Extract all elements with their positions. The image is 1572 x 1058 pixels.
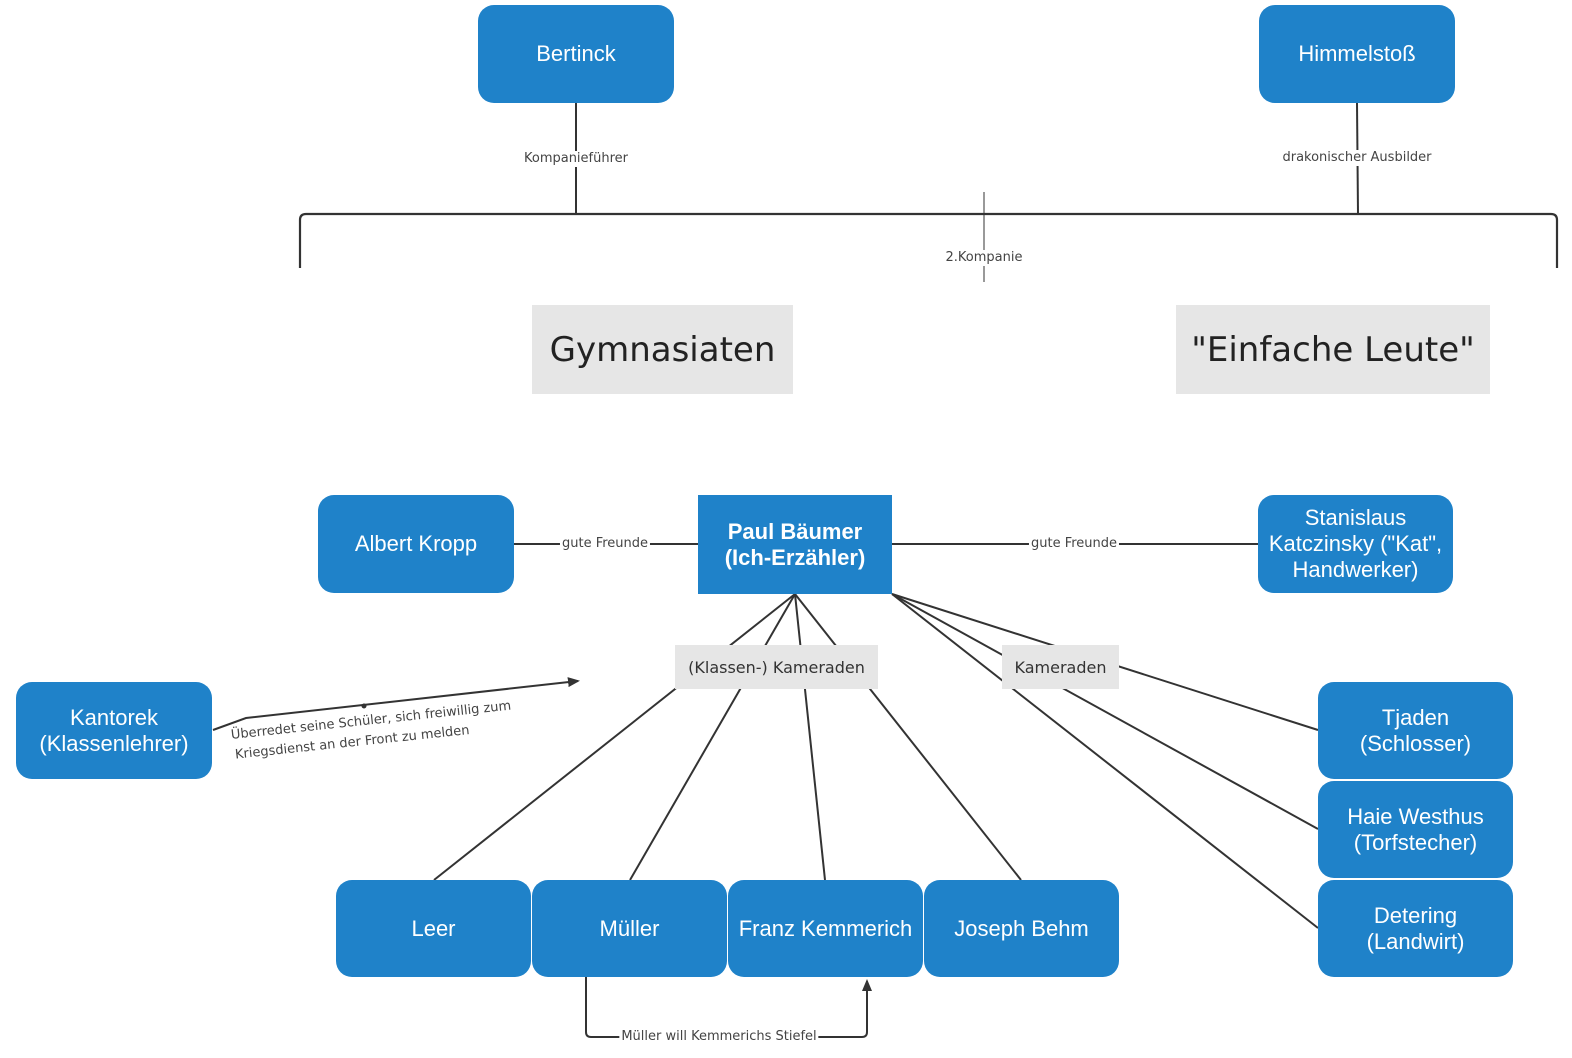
node-mueller[interactable]: Müller	[532, 880, 727, 977]
node-kantorek[interactable]: Kantorek (Klassenlehrer)	[16, 682, 212, 779]
node-kat-line2: Katczinsky ("Kat",	[1268, 531, 1443, 556]
node-leer-label: Leer	[411, 915, 456, 941]
node-himmelstoss[interactable]: Himmelstoß	[1259, 5, 1455, 103]
node-mueller-label: Müller	[599, 915, 660, 941]
leer-connector	[433, 593, 796, 881]
node-kemmerich-label: Franz Kemmerich	[738, 915, 913, 941]
node-detering-line2: (Landwirt)	[1366, 928, 1465, 954]
label-ausbilder: drakonischer Ausbilder	[1280, 150, 1434, 166]
node-katczinsky[interactable]: Stanislaus Katczinsky ("Kat", Handwerker…	[1258, 495, 1453, 593]
mueller-connector	[629, 593, 796, 881]
group-einfache-leute: "Einfache Leute"	[1176, 305, 1490, 394]
tag-klassen-kameraden: (Klassen-) Kameraden	[675, 645, 878, 689]
group-einfache-leute-label: "Einfache Leute"	[1191, 329, 1475, 370]
node-himmelstoss-label: Himmelstoß	[1298, 41, 1416, 66]
node-haie-line2: (Torfstecher)	[1353, 829, 1478, 855]
node-tjaden-line1: Tjaden	[1381, 704, 1450, 730]
label-kompaniefuehrer: Kompanieführer	[521, 151, 631, 167]
node-paul-line1: Paul Bäumer	[727, 518, 863, 544]
node-paul-baeumer[interactable]: Paul Bäumer (Ich-Erzähler)	[698, 495, 892, 594]
node-haie-westhus[interactable]: Haie Westhus (Torfstecher)	[1318, 781, 1513, 878]
kantorek-arrow	[212, 677, 580, 731]
label-boots-relation: Müller will Kemmerichs Stiefel	[619, 1029, 819, 1045]
node-albert-kropp[interactable]: Albert Kropp	[318, 495, 514, 593]
behm-connector	[794, 593, 1022, 881]
node-franz-kemmerich[interactable]: Franz Kemmerich	[728, 880, 923, 977]
label-gute-freunde-right: gute Freunde	[1028, 536, 1120, 552]
haie-connector	[891, 593, 1319, 830]
node-bertinck-label: Bertinck	[536, 41, 616, 66]
node-kat-line1: Stanislaus	[1304, 505, 1407, 530]
node-behm-label: Joseph Behm	[954, 915, 1089, 941]
node-detering[interactable]: Detering (Landwirt)	[1318, 880, 1513, 977]
company-bracket	[298, 212, 1559, 268]
kantorek-arrow-midpoint	[361, 703, 367, 709]
node-detering-line1: Detering	[1373, 902, 1458, 928]
node-joseph-behm[interactable]: Joseph Behm	[924, 880, 1119, 977]
tag-kameraden-label: Kameraden	[1014, 657, 1107, 677]
node-bertinck[interactable]: Bertinck	[478, 5, 674, 103]
node-kat-line3: Handwerker)	[1292, 557, 1419, 582]
boots-arrow	[585, 977, 872, 1038]
label-gute-freunde-left: gute Freunde	[559, 536, 651, 552]
node-paul-line2: (Ich-Erzähler)	[724, 544, 866, 570]
node-tjaden-line2: (Schlosser)	[1359, 730, 1472, 756]
node-kantorek-line1: Kantorek	[69, 704, 159, 730]
node-kropp-label: Albert Kropp	[354, 531, 478, 556]
node-leer[interactable]: Leer	[336, 880, 531, 977]
detering-connector	[891, 593, 1319, 929]
kemmerich-connector	[794, 593, 826, 881]
group-gymnasiasten-label: Gymnasiaten	[549, 329, 776, 370]
tag-klassen-kameraden-label: (Klassen-) Kameraden	[688, 657, 865, 677]
node-tjaden[interactable]: Tjaden (Schlosser)	[1318, 682, 1513, 779]
group-gymnasiasten: Gymnasiaten	[532, 305, 793, 394]
node-haie-line1: Haie Westhus	[1347, 803, 1484, 829]
label-company: 2.Kompanie	[943, 250, 1025, 266]
tag-kameraden: Kameraden	[1002, 645, 1119, 689]
node-kantorek-line2: (Klassenlehrer)	[39, 730, 189, 756]
